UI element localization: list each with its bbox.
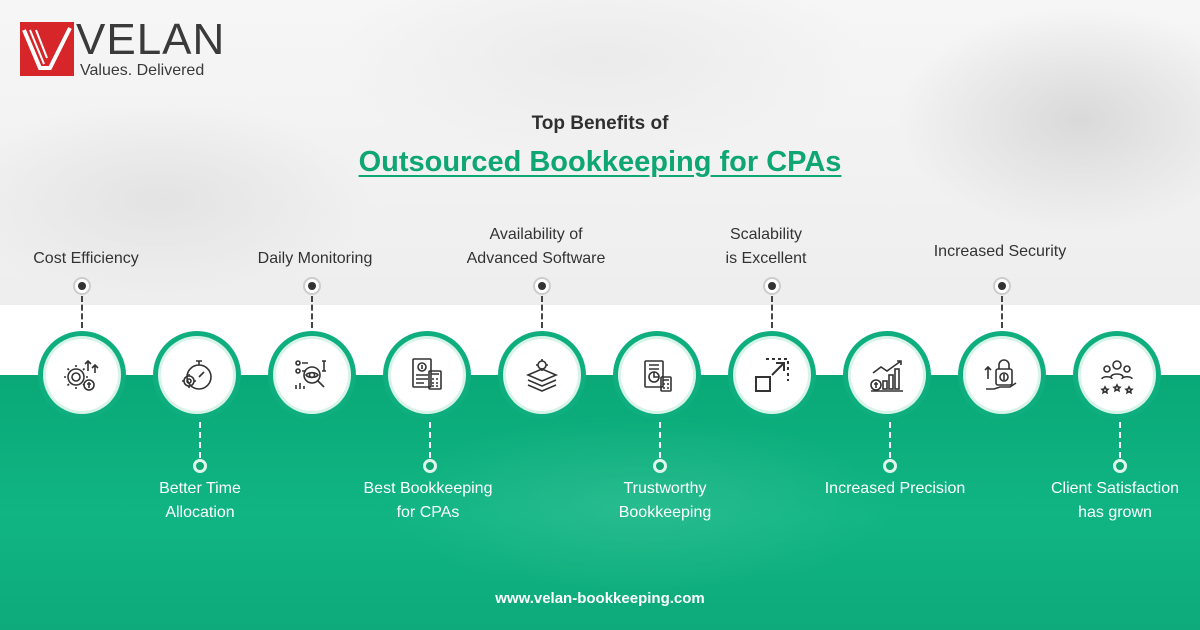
connector-line [1119, 422, 1121, 458]
cost-efficiency-icon [64, 359, 99, 391]
connector-dot [995, 279, 1009, 293]
velan-logo[interactable]: VELAN Values. Delivered [20, 14, 230, 79]
heading-line-1: Top Benefits of [531, 113, 669, 134]
connector-dot [305, 279, 319, 293]
benefit-label-text: Daily Monitoring [257, 250, 373, 267]
connector-line [889, 422, 891, 458]
connector-line [311, 296, 313, 328]
benefit-label-trustworthy: Trustworthy Bookkeeping [570, 477, 760, 525]
connector-dot [75, 279, 89, 293]
software-layers-icon [525, 359, 559, 392]
connector-dot [1113, 459, 1127, 473]
benefit-label-time-allocation: Better Time Allocation [105, 477, 295, 525]
benefit-circle-security [958, 331, 1046, 419]
benefit-label-line-2: Allocation [165, 504, 235, 521]
benefit-circle-advanced-software [498, 331, 586, 419]
benefit-label-line-2: has grown [1078, 504, 1152, 521]
logo-tagline: Values. Delivered [80, 62, 205, 79]
benefit-circle-best-bookkeeping [383, 331, 471, 419]
benefit-label-line-2: Advanced Software [466, 250, 606, 267]
benefit-label-security: Increased Security [905, 240, 1095, 264]
benefit-label-line-2: is Excellent [725, 250, 807, 267]
connector-line [771, 296, 773, 328]
benefit-circle-scalability [728, 331, 816, 419]
benefit-label-advanced-software: Availability of Advanced Software [441, 223, 631, 271]
benefit-label-line-1: Better Time [159, 480, 241, 497]
growth-chart-icon [870, 360, 903, 392]
connector-dot [765, 279, 779, 293]
monitoring-magnifier-icon [295, 360, 326, 389]
benefit-label-cost-efficiency: Cost Efficiency [0, 247, 181, 271]
benefit-label-line-1: Availability of [489, 226, 583, 243]
benefit-label-line-1: Scalability [729, 226, 803, 243]
benefit-label-scalability: Scalability is Excellent [671, 223, 861, 271]
connector-line [1001, 296, 1003, 328]
benefit-label-text: Increased Precision [824, 480, 966, 497]
velan-logo-mark-icon [20, 22, 74, 76]
benefit-label-line-2: Bookkeeping [618, 504, 712, 521]
connector-dot [193, 459, 207, 473]
benefit-circle-client-satisfaction [1073, 331, 1161, 419]
benefit-label-line-1: Client Satisfaction [1050, 480, 1180, 497]
benefit-label-daily-monitoring: Daily Monitoring [220, 247, 410, 271]
ledger-calculator-icon [412, 358, 442, 390]
benefit-circle-daily-monitoring [268, 331, 356, 419]
logo-name: VELAN [76, 15, 226, 64]
connector-line [429, 422, 431, 458]
connector-line [659, 422, 661, 458]
connector-dot [535, 279, 549, 293]
benefit-circle-cost-efficiency [38, 331, 126, 419]
benefit-circle-precision [843, 331, 931, 419]
website-link[interactable]: www.velan-bookkeeping.com [495, 590, 705, 607]
stopwatch-gear-icon [182, 360, 212, 390]
report-calculator-icon [644, 360, 672, 392]
benefit-circle-trustworthy [613, 331, 701, 419]
connector-line [199, 422, 201, 458]
scale-up-icon [755, 358, 789, 392]
heading-line-2: Outsourced Bookkeeping for CPAs [358, 146, 842, 178]
happy-clients-icon [1100, 360, 1134, 395]
connector-dot [653, 459, 667, 473]
benefit-label-best-bookkeeping: Best Bookkeeping for CPAs [333, 477, 523, 525]
benefit-circle-time-allocation [153, 331, 241, 419]
benefit-label-text: Increased Security [933, 243, 1067, 260]
connector-line [541, 296, 543, 328]
benefit-label-line-2: for CPAs [396, 504, 460, 521]
connector-line [81, 296, 83, 328]
benefit-label-line-1: Best Bookkeeping [363, 480, 493, 497]
benefit-label-client-satisfaction: Client Satisfaction has grown [1020, 477, 1200, 525]
lock-money-icon [984, 359, 1017, 390]
connector-dot [883, 459, 897, 473]
benefit-label-text: Cost Efficiency [33, 250, 139, 267]
benefit-label-precision: Increased Precision [800, 477, 990, 501]
benefit-label-line-1: Trustworthy [623, 480, 707, 497]
connector-dot [423, 459, 437, 473]
